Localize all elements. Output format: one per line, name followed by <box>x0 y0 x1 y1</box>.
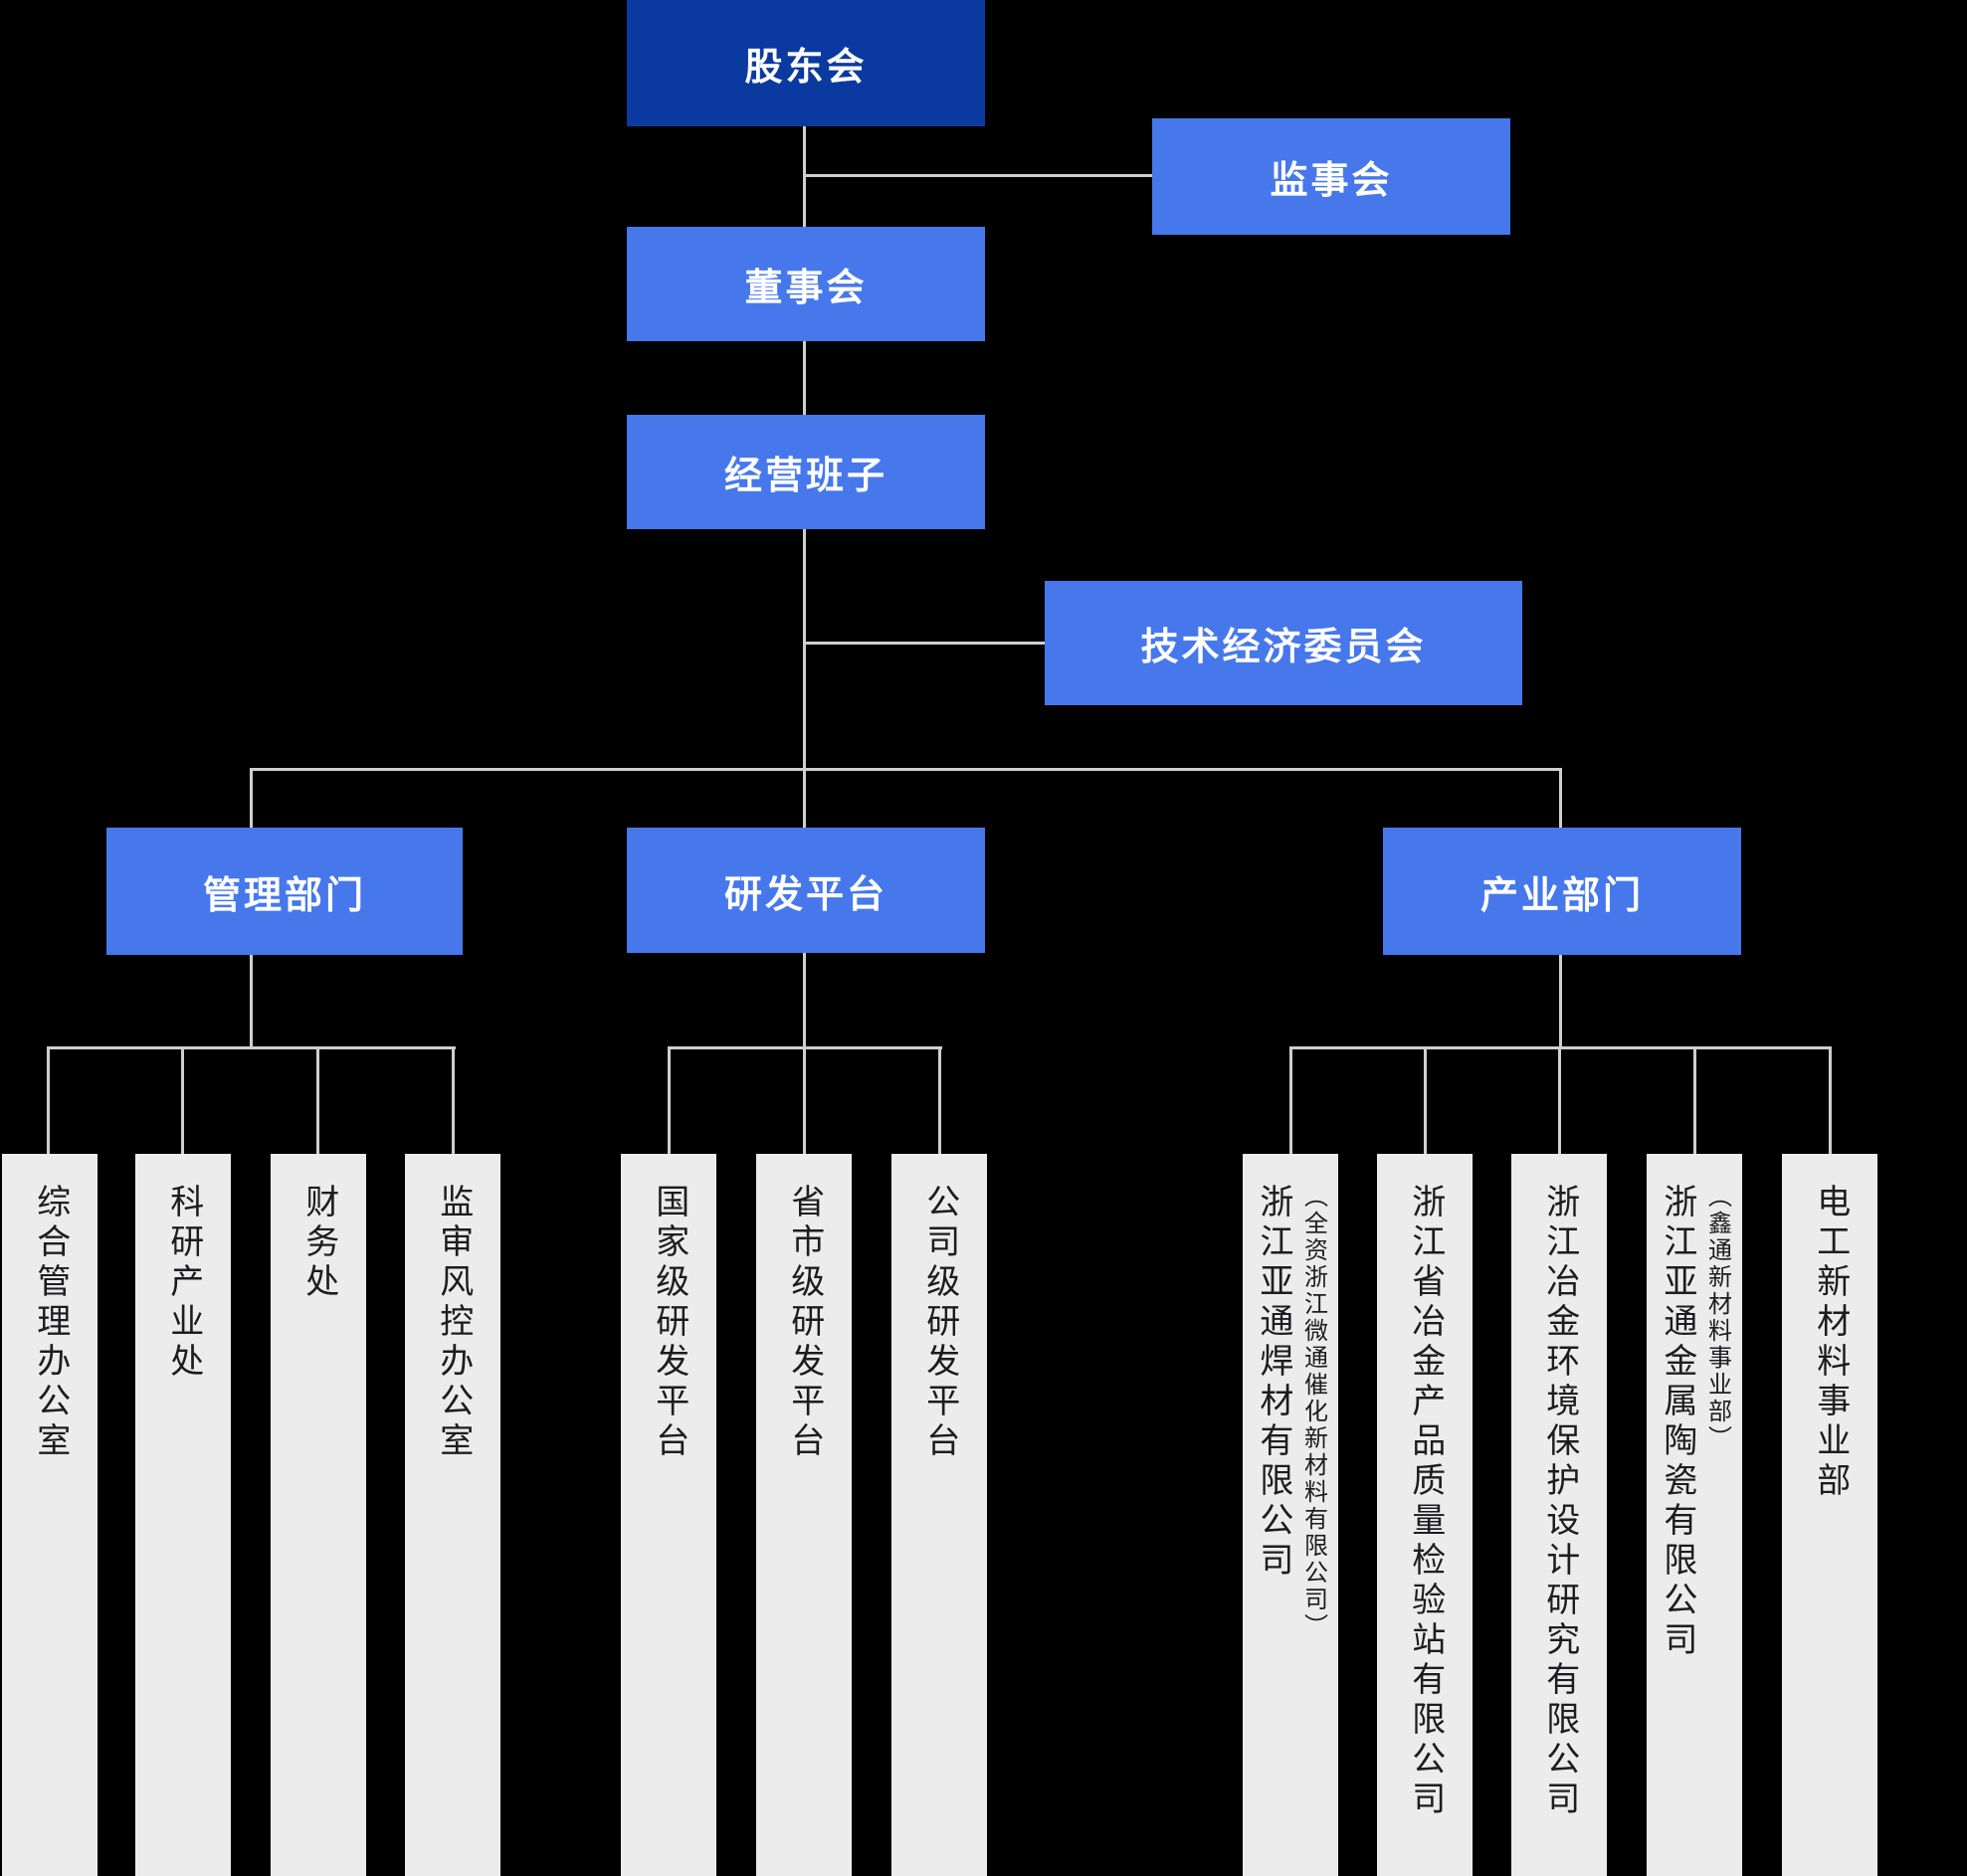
node-management-team: 经营班子 <box>627 415 985 529</box>
node-board-of-directors: 董事会 <box>627 227 985 341</box>
leaf-electrical-new-materials-division: 电工新材料事业部 <box>1782 1154 1877 1876</box>
leaf-label: 浙江冶金环境保护设计研究有限公司 <box>1540 1184 1579 1820</box>
connector-leaf-stub <box>181 1046 184 1154</box>
leaf-label: 浙江亚通焊材有限公司 <box>1254 1184 1292 1582</box>
leaf-sublabel: （鑫通新材料事业部） <box>1703 1184 1731 1452</box>
leaf-company-rd-platform: 公司级研发平台 <box>891 1154 987 1876</box>
branch-management-departments: 管理部门 <box>106 828 463 955</box>
connector-leaf-stub <box>1289 1046 1292 1154</box>
leaf-sublabel: （全资浙江微通催化新材料有限公司） <box>1299 1184 1327 1640</box>
connector-leaf-stub <box>47 1046 50 1154</box>
leaf-audit-risk-control-office: 监审风控办公室 <box>405 1154 500 1876</box>
leaf-metallurgical-quality-inspection-company: 浙江省冶金产品质量检验站有限公司 <box>1377 1154 1473 1876</box>
leaf-label: 财务处 <box>299 1184 338 1303</box>
node-label: 经营班子 <box>723 456 887 497</box>
branch-rd-platform: 研发平台 <box>627 828 985 953</box>
node-label: 监事会 <box>1270 160 1393 202</box>
leaf-label: 综合管理办公室 <box>31 1184 70 1462</box>
leaf-environmental-design-research-company: 浙江冶金环境保护设计研究有限公司 <box>1511 1154 1607 1876</box>
leaf-label: 省市级研发平台 <box>785 1184 824 1462</box>
node-label: 股东会 <box>744 47 868 89</box>
leaf-label: 国家级研发平台 <box>650 1184 688 1462</box>
connector-industry-dept-stem <box>1559 955 1562 1047</box>
node-label: 技术经济委员会 <box>1140 627 1427 668</box>
node-tech-econ-committee: 技术经济委员会 <box>1045 581 1522 705</box>
connector-board-to-management-team <box>803 341 806 415</box>
branch-industry-departments: 产业部门 <box>1383 828 1741 955</box>
connector-to-supervisory <box>803 174 1155 177</box>
leaf-label: 科研产业处 <box>164 1184 203 1383</box>
connector-leaf-stub <box>1424 1046 1427 1154</box>
leaf-research-industry-office: 科研产业处 <box>135 1154 231 1876</box>
connector-branches-horizontal <box>250 768 1562 771</box>
node-label: 管理部门 <box>202 874 366 917</box>
leaf-provincial-rd-platform: 省市级研发平台 <box>756 1154 852 1876</box>
connector-down-industry-dept <box>1559 768 1562 828</box>
leaf-finance-office: 财务处 <box>271 1154 366 1876</box>
connector-leaf-stub <box>452 1046 455 1154</box>
connector-leaf-stub <box>803 1046 806 1154</box>
connector-leaf-stub <box>938 1046 941 1154</box>
leaf-yatong-welding-company: 浙江亚通焊材有限公司 （全资浙江微通催化新材料有限公司） <box>1243 1154 1338 1876</box>
leaf-label: 浙江亚通金属陶瓷有限公司 <box>1658 1184 1696 1661</box>
connector-leaf-stub <box>316 1046 319 1154</box>
node-label: 研发平台 <box>723 873 887 916</box>
leaf-label: 公司级研发平台 <box>920 1184 959 1462</box>
connector-management-team-trunk <box>803 529 806 771</box>
connector-leaf-stub <box>668 1046 671 1154</box>
connector-down-rd-platform <box>803 768 806 828</box>
connector-down-management-dept <box>250 768 253 828</box>
node-label: 董事会 <box>744 268 868 309</box>
leaf-label: 浙江省冶金产品质量检验站有限公司 <box>1406 1184 1445 1820</box>
node-supervisory-board: 监事会 <box>1152 118 1510 235</box>
leaf-general-management-office: 综合管理办公室 <box>2 1154 98 1876</box>
connector-rd-platform-stem <box>803 953 806 1047</box>
leaf-label: 监审风控办公室 <box>434 1184 473 1462</box>
leaf-label: 电工新材料事业部 <box>1811 1184 1850 1502</box>
connector-leaf-stub <box>1558 1046 1561 1154</box>
connector-management-children-horizontal <box>47 1046 456 1049</box>
node-label: 产业部门 <box>1479 874 1644 917</box>
connector-leaf-stub <box>1693 1046 1696 1154</box>
leaf-metal-ceramics-company: 浙江亚通金属陶瓷有限公司 （鑫通新材料事业部） <box>1647 1154 1742 1876</box>
connector-to-tech-committee <box>803 642 1045 645</box>
connector-leaf-stub <box>1829 1046 1832 1154</box>
connector-management-dept-stem <box>250 955 253 1047</box>
leaf-national-rd-platform: 国家级研发平台 <box>621 1154 716 1876</box>
node-shareholders-meeting: 股东会 <box>627 0 985 126</box>
